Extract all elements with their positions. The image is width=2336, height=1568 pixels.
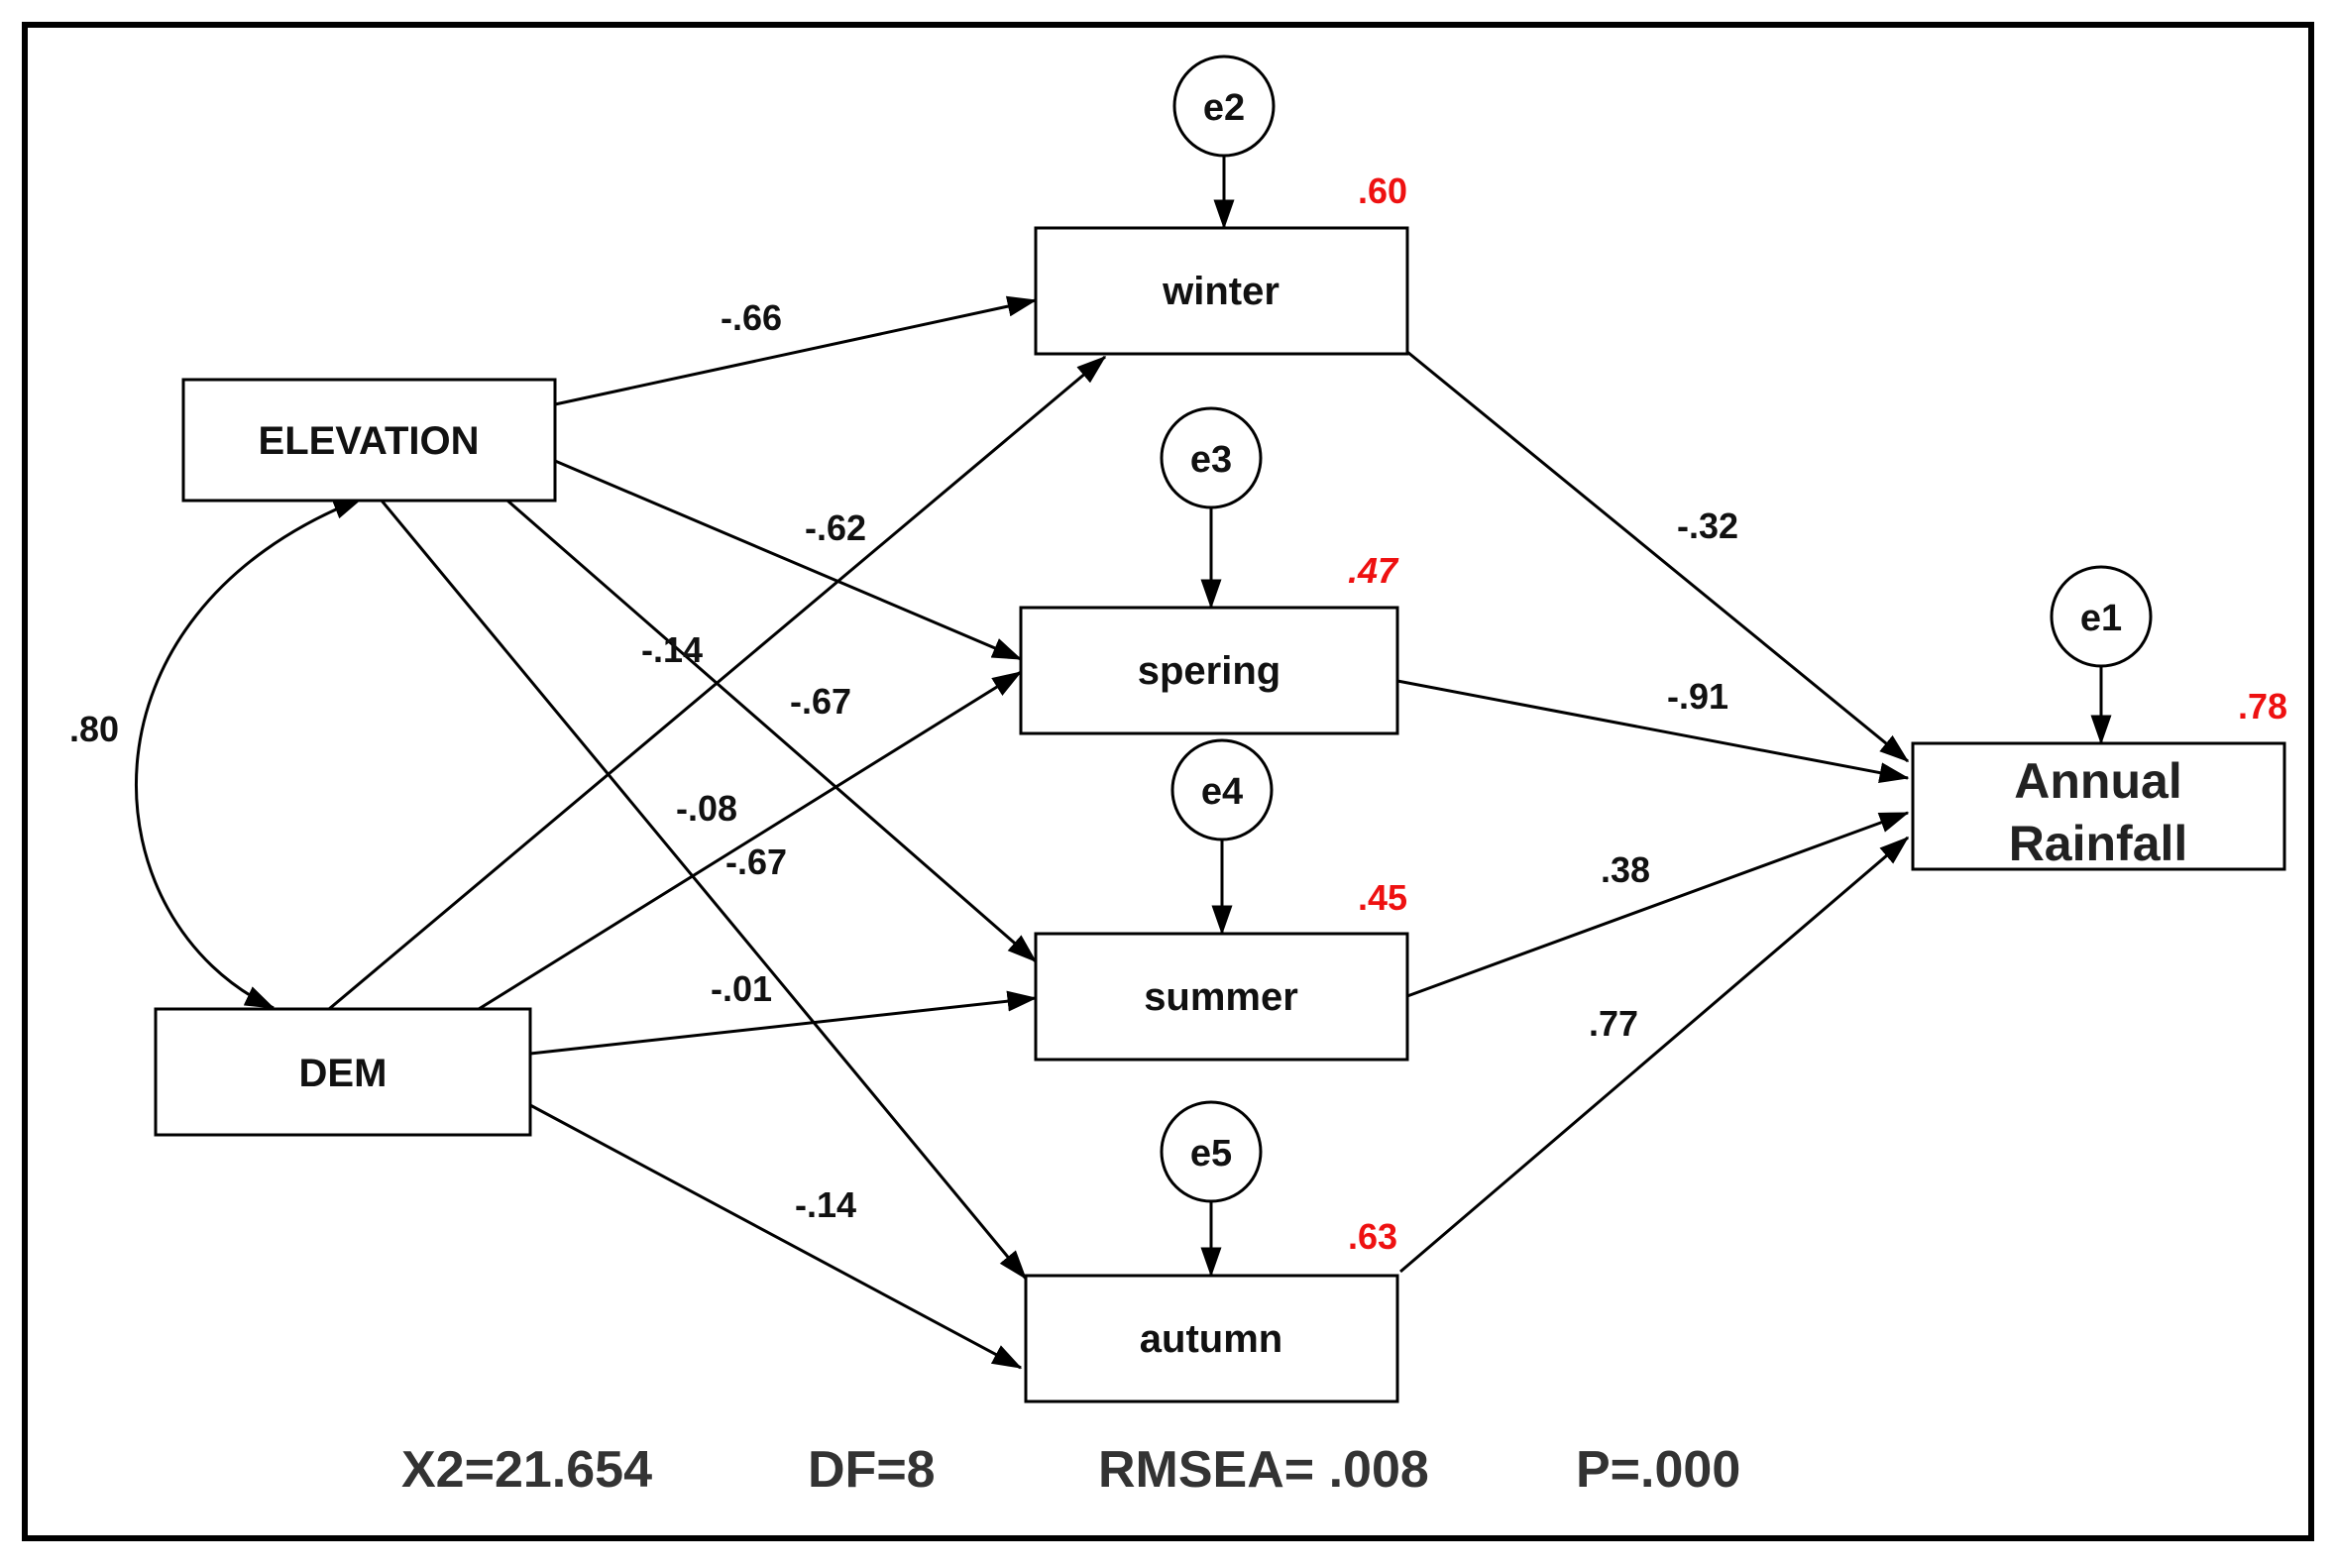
edge-summer-annual — [1406, 811, 1910, 998]
error-e2: e2 — [1172, 55, 1276, 158]
fit-statistics: X2=21.654 DF=8 RMSEA= .008 P=.000 — [401, 1441, 1740, 1499]
node-dem-box — [154, 1007, 532, 1137]
fit-rmsea: RMSEA= .008 — [1098, 1441, 1429, 1499]
edge-correlation-elevation-dem — [135, 497, 364, 1010]
coef-elevation-autumn: -.08 — [676, 788, 737, 829]
r2-autumn: .63 — [1348, 1216, 1397, 1257]
error-e3-label: e3 — [1190, 439, 1232, 481]
coef-elevation-spring: -.62 — [805, 507, 866, 548]
node-summer-label: summer — [1144, 975, 1298, 1019]
node-annual-rainfall-label-line1: Annual — [2014, 753, 2181, 809]
r2-spring: .47 — [1348, 550, 1399, 591]
node-spring: spering — [1019, 606, 1399, 735]
node-spring-label: spering — [1138, 649, 1280, 693]
coef-elevation-summer: -.14 — [641, 629, 703, 670]
error-e3: e3 — [1160, 406, 1263, 509]
node-elevation-label: ELEVATION — [259, 419, 480, 463]
edge-dem-spring — [478, 670, 1023, 1011]
error-e5-label: e5 — [1190, 1133, 1232, 1175]
coef-dem-summer: -.01 — [711, 968, 772, 1009]
error-e5-circle — [1160, 1100, 1263, 1203]
r2-summer: .45 — [1358, 877, 1407, 918]
node-elevation: ELEVATION — [181, 378, 557, 503]
coef-dem-winter: -.67 — [790, 681, 851, 722]
node-annual-rainfall: Annual Rainfall — [1911, 741, 2286, 871]
edge-dem-summer — [529, 990, 1038, 1056]
error-e4-circle — [1170, 738, 1274, 841]
coef-winter-annual: -.32 — [1677, 505, 1738, 546]
node-summer: summer — [1034, 932, 1409, 1062]
coef-elevation-winter: -.66 — [721, 297, 782, 338]
coef-spring-annual: -.91 — [1667, 676, 1728, 717]
node-elevation-box — [181, 378, 557, 503]
outer-frame — [22, 22, 2314, 1541]
edge-autumn-annual — [1399, 836, 1910, 1274]
fit-df: DF=8 — [808, 1441, 936, 1499]
edge-elevation-autumn — [380, 500, 1028, 1281]
node-annual-rainfall-box — [1911, 741, 2286, 871]
coef-summer-annual: .38 — [1601, 849, 1650, 890]
error-e2-label: e2 — [1203, 87, 1245, 129]
coef-autumn-annual: .77 — [1589, 1003, 1638, 1044]
error-e1: e1 — [2050, 565, 2153, 668]
node-annual-rainfall-label-line2: Rainfall — [2009, 816, 2188, 871]
edges — [135, 154, 2112, 1370]
error-e5: e5 — [1160, 1100, 1263, 1203]
r2-winter: .60 — [1358, 170, 1407, 211]
node-autumn: autumn — [1024, 1274, 1399, 1403]
edge-winter-annual — [1406, 350, 1910, 763]
fit-p: P=.000 — [1576, 1441, 1740, 1499]
edge-dem-autumn — [529, 1103, 1023, 1370]
error-e1-circle — [2050, 565, 2153, 668]
node-summer-box — [1034, 932, 1409, 1062]
error-e3-circle — [1160, 406, 1263, 509]
node-autumn-label: autumn — [1140, 1317, 1282, 1361]
error-e4-label: e4 — [1201, 771, 1243, 813]
r2-annual: .78 — [2238, 686, 2287, 727]
error-e2-circle — [1172, 55, 1276, 158]
coef-dem-spring: -.67 — [725, 841, 787, 882]
edge-elevation-summer — [506, 499, 1038, 963]
node-winter-box — [1034, 226, 1409, 356]
coef-correlation-elevation-dem: .80 — [69, 709, 119, 749]
edge-elevation-spring — [554, 459, 1023, 661]
node-spring-box — [1019, 606, 1399, 735]
node-dem: DEM — [154, 1007, 532, 1137]
error-e4: e4 — [1170, 738, 1274, 841]
node-winter: winter — [1034, 226, 1409, 356]
fit-x2: X2=21.654 — [401, 1441, 652, 1499]
coef-dem-autumn: -.14 — [795, 1184, 856, 1225]
edge-dem-winter — [328, 355, 1107, 1011]
error-e1-label: e1 — [2080, 598, 2122, 639]
node-dem-label: DEM — [299, 1052, 388, 1095]
edge-spring-annual — [1396, 679, 1910, 783]
edge-elevation-winter — [554, 295, 1038, 406]
node-winter-label: winter — [1162, 270, 1279, 313]
node-autumn-box — [1024, 1274, 1399, 1403]
